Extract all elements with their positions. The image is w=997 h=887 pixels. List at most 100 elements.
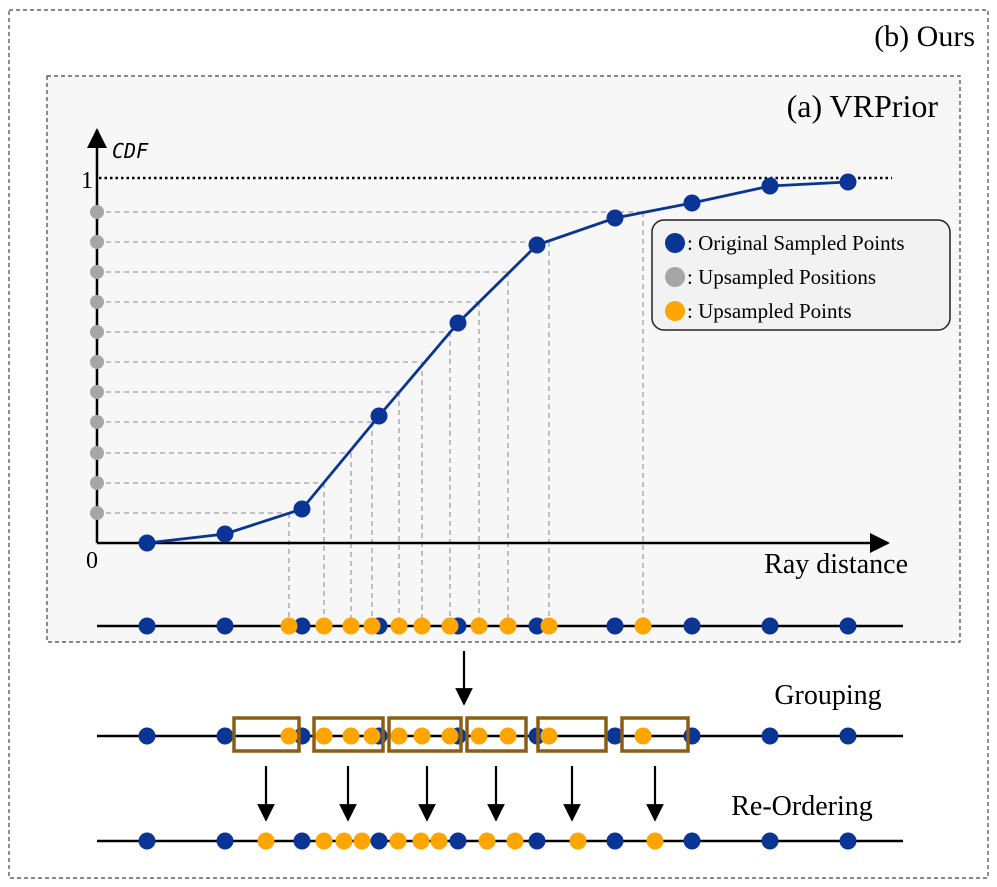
upsampled-point (499, 617, 517, 635)
original-point (606, 727, 624, 745)
original-point (683, 832, 701, 850)
legend-position-label: : Upsampled Positions (687, 265, 876, 289)
legend-upsampled-marker (665, 301, 685, 321)
projection-guides (97, 211, 644, 626)
legend-box (651, 219, 951, 331)
upsampled-point (470, 617, 488, 635)
upsampled-position (90, 506, 104, 520)
inner-title: (a) VRPrior (787, 88, 939, 124)
upsampled-position (90, 265, 104, 279)
upsampled-point (478, 832, 496, 850)
original-point (449, 832, 467, 850)
original-point (761, 727, 779, 745)
legend-original-marker (665, 233, 685, 253)
original-point (839, 617, 857, 635)
group-box (536, 716, 608, 753)
original-point (761, 832, 779, 850)
group-boxes (232, 716, 690, 753)
upsampled-point (390, 727, 408, 745)
original-point (606, 617, 624, 635)
ray-points-reordered (138, 832, 857, 850)
original-point (761, 617, 779, 635)
original-point (528, 617, 546, 635)
upsampled-point (540, 727, 558, 745)
original-point (449, 314, 467, 332)
upsampled-point (499, 727, 517, 745)
upsampled-position (90, 355, 104, 369)
upsampled-point (441, 727, 459, 745)
original-point (683, 194, 701, 212)
original-point (839, 727, 857, 745)
original-point (683, 617, 701, 635)
upsampled-point (389, 832, 407, 850)
upsampled-point (506, 832, 524, 850)
cdf-curve (146, 180, 849, 545)
y-axis-label: CDF (112, 139, 149, 163)
inner-panel (46, 75, 961, 643)
legend-position-marker (665, 267, 685, 287)
upsampled-point (470, 727, 488, 745)
upsampled-point (315, 832, 333, 850)
original-point (370, 407, 388, 425)
original-point (138, 534, 156, 552)
original-point (216, 617, 234, 635)
upsampled-point (634, 617, 652, 635)
original-point (293, 500, 311, 518)
original-point (606, 832, 624, 850)
upsampled-point (540, 617, 558, 635)
origin-label: 0 (86, 548, 98, 574)
upsampled-point (430, 832, 448, 850)
original-point (216, 832, 234, 850)
upsampled-point (342, 617, 360, 635)
original-point (370, 832, 388, 850)
upsampled-point (634, 727, 652, 745)
legend-upsampled-label: : Upsampled Points (687, 299, 852, 323)
upsampled-point (363, 727, 381, 745)
upsampled-point (315, 727, 333, 745)
x-axis-label: Ray distance (764, 549, 908, 580)
upsampled-position (90, 325, 104, 339)
upsampled-point (363, 617, 381, 635)
upsampled-point (335, 832, 353, 850)
outer-title: (b) Ours (874, 20, 975, 53)
grouping-label: Grouping (774, 680, 881, 711)
ray-points-sampled (138, 617, 857, 635)
original-point (216, 727, 234, 745)
upsampled-point (280, 727, 298, 745)
y-one-label: 1 (81, 168, 93, 194)
original-curve-points (138, 173, 857, 552)
original-point (528, 832, 546, 850)
original-point (839, 173, 857, 191)
upsampled-point (353, 832, 371, 850)
original-point (528, 236, 546, 254)
group-box (465, 716, 528, 753)
upsampled-positions (90, 205, 104, 520)
legend-original-label: : Original Sampled Points (687, 231, 905, 255)
upsampled-point (280, 617, 298, 635)
group-box (387, 716, 463, 753)
upsampled-point (412, 832, 430, 850)
original-point (839, 832, 857, 850)
original-point (683, 727, 701, 745)
group-box (232, 716, 301, 753)
original-point (606, 209, 624, 227)
upsampled-position (90, 415, 104, 429)
upsampled-point (441, 617, 459, 635)
upsampled-point (315, 617, 333, 635)
legend: : Original Sampled Points : Upsampled Po… (651, 219, 951, 331)
original-point (761, 177, 779, 195)
original-point (293, 832, 311, 850)
upsampled-point (569, 832, 587, 850)
reorder-arrows (257, 766, 664, 822)
upsampled-point (257, 832, 275, 850)
upsampled-point (390, 617, 408, 635)
upsampled-point (413, 617, 431, 635)
original-point (138, 617, 156, 635)
original-point (138, 832, 156, 850)
upsampled-point (413, 727, 431, 745)
upsampled-position (90, 295, 104, 309)
group-box (312, 716, 385, 753)
reordering-label: Re-Ordering (731, 791, 873, 822)
upsampled-position (90, 385, 104, 399)
